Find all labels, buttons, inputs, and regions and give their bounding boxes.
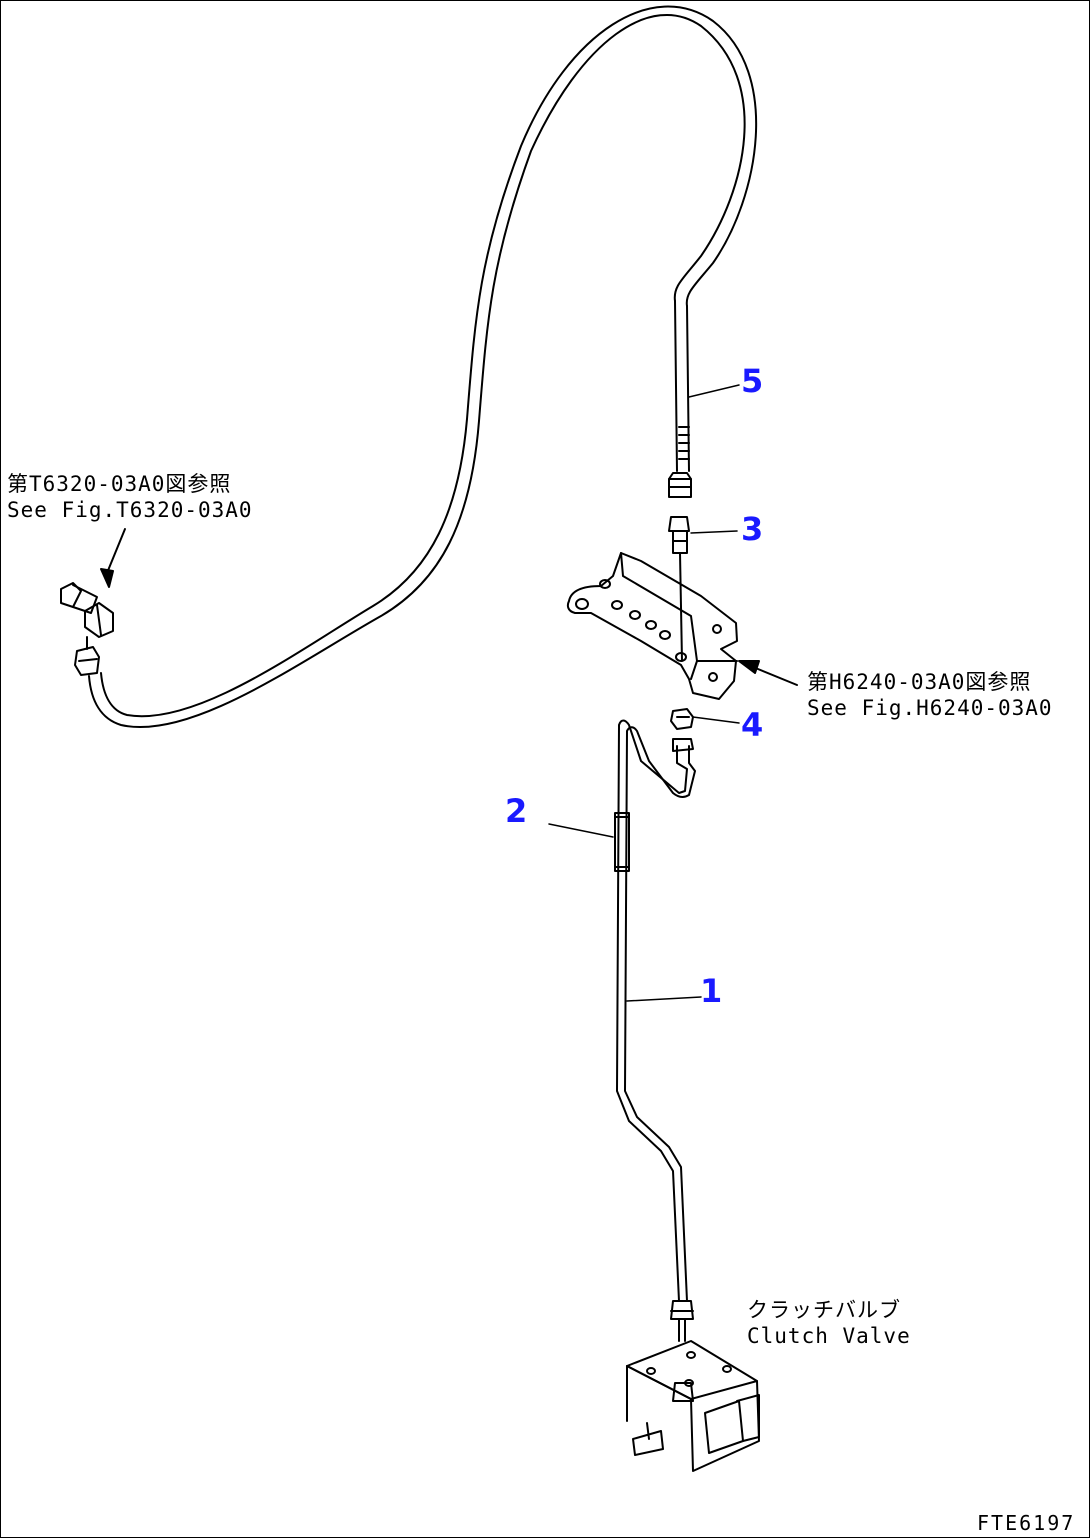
callout-4: 4 (741, 706, 764, 744)
clutch-valve (626, 1340, 760, 1472)
tube-assembly (614, 719, 696, 1302)
reference-note-jp: 第H6240-03A0図参照 (807, 670, 1032, 694)
lock-nut (670, 708, 694, 730)
reference-note-right: 第H6240-03A0図参照 See Fig.H6240-03A0 (807, 669, 1053, 721)
clutch-valve-label-jp: クラッチバルブ (747, 1298, 901, 1322)
callout-2: 2 (505, 792, 528, 830)
reference-note-en: See Fig.H6240-03A0 (807, 696, 1053, 720)
clutch-valve-label: クラッチバルブ Clutch Valve (747, 1297, 911, 1349)
pressure-sensor (60, 582, 114, 676)
leader-lines (548, 384, 740, 1002)
clutch-valve-label-en: Clutch Valve (747, 1324, 911, 1348)
hose-vertical-section (674, 300, 690, 472)
callout-3: 3 (741, 510, 764, 548)
bracket (566, 552, 738, 700)
hose-end-nut-upper (668, 472, 692, 498)
reference-arrow-left (100, 528, 126, 588)
connector-fitting (668, 516, 690, 662)
reference-arrow-right (738, 660, 798, 686)
reference-note-en: See Fig.T6320-03A0 (7, 498, 253, 522)
reference-note-jp: 第T6320-03A0図参照 (7, 472, 232, 496)
valve-fitting (670, 1300, 694, 1342)
figure-code: FTE6197 (977, 1511, 1076, 1535)
hose-outer-line (88, 5, 758, 728)
callout-1: 1 (700, 972, 723, 1010)
reference-note-upper-left: 第T6320-03A0図参照 See Fig.T6320-03A0 (7, 471, 253, 523)
callout-5: 5 (741, 362, 764, 400)
